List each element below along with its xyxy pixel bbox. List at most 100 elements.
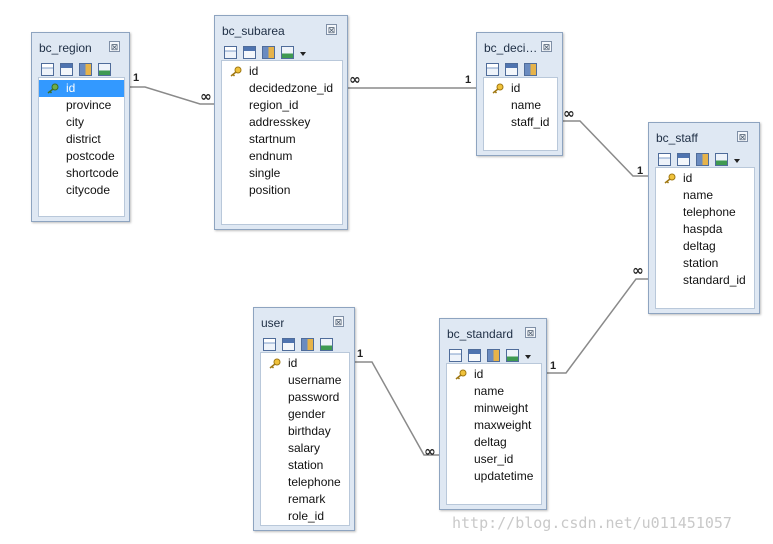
column-list: id name staff_id	[483, 77, 558, 151]
column-row[interactable]: decidedzone_id	[222, 80, 342, 97]
column-row[interactable]: station	[261, 457, 349, 474]
export-table-icon[interactable]	[715, 153, 728, 166]
design-table-icon[interactable]	[60, 63, 73, 76]
column-list: id username password gender birthday sal…	[260, 352, 350, 526]
column-row[interactable]: role_id	[261, 508, 349, 525]
column-row[interactable]: remark	[261, 491, 349, 508]
column-row[interactable]: id	[656, 170, 754, 187]
column-row[interactable]: id	[484, 80, 557, 97]
column-row[interactable]: staff_id	[484, 114, 557, 131]
column-row[interactable]: id	[222, 63, 342, 80]
edit-table-icon[interactable]	[449, 349, 462, 362]
column-row[interactable]: id	[39, 80, 124, 97]
export-table-icon[interactable]	[98, 63, 111, 76]
close-icon[interactable]: ⊠	[525, 327, 536, 338]
design-table-icon[interactable]	[243, 46, 256, 59]
cardinality-subarea-many-from-region: ∞	[200, 89, 212, 105]
column-row[interactable]: name	[447, 383, 541, 400]
table-bc-subarea[interactable]: bc_subarea ⊠ id decidedzone_id region_id…	[214, 15, 348, 230]
column-row[interactable]: addresskey	[222, 114, 342, 131]
dropdown-arrow-icon[interactable]	[734, 159, 740, 163]
column-row[interactable]: postcode	[39, 148, 124, 165]
column-row[interactable]: name	[484, 97, 557, 114]
column-list: id name telephone haspda deltag station …	[655, 167, 755, 309]
table-user[interactable]: user ⊠ id username password gender birth…	[253, 307, 355, 531]
column-row[interactable]: maxweight	[447, 417, 541, 434]
table-properties-icon[interactable]	[487, 349, 500, 362]
column-row[interactable]: province	[39, 97, 124, 114]
column-row[interactable]: citycode	[39, 182, 124, 199]
column-row[interactable]: district	[39, 131, 124, 148]
edit-table-icon[interactable]	[486, 63, 499, 76]
column-row[interactable]: name	[656, 187, 754, 204]
cardinality-region-one: 1	[133, 72, 139, 84]
column-row[interactable]: startnum	[222, 131, 342, 148]
table-bc-staff[interactable]: bc_staff ⊠ id name telephone haspda delt…	[648, 122, 760, 314]
design-table-icon[interactable]	[468, 349, 481, 362]
column-row[interactable]: user_id	[447, 451, 541, 468]
column-row[interactable]: shortcode	[39, 165, 124, 182]
edit-table-icon[interactable]	[224, 46, 237, 59]
column-row[interactable]: updatetime	[447, 468, 541, 485]
table-properties-icon[interactable]	[696, 153, 709, 166]
column-name: region_id	[249, 98, 299, 112]
column-row[interactable]: password	[261, 389, 349, 406]
table-properties-icon[interactable]	[524, 63, 537, 76]
cardinality-staff-many: ∞	[632, 263, 644, 279]
column-row[interactable]: gender	[261, 406, 349, 423]
table-properties-icon[interactable]	[301, 338, 314, 351]
table-bc-region[interactable]: bc_region ⊠ id province city district po…	[31, 32, 130, 222]
column-row[interactable]: position	[222, 182, 342, 199]
close-icon[interactable]: ⊠	[333, 316, 344, 327]
column-row[interactable]: id	[261, 355, 349, 372]
column-name: haspda	[683, 222, 723, 236]
column-row[interactable]: endnum	[222, 148, 342, 165]
column-row[interactable]: minweight	[447, 400, 541, 417]
column-row[interactable]: station	[656, 255, 754, 272]
close-icon[interactable]: ⊠	[541, 41, 552, 52]
column-row[interactable]: salary	[261, 440, 349, 457]
close-icon[interactable]: ⊠	[109, 41, 120, 52]
column-row[interactable]: id	[447, 366, 541, 383]
column-row[interactable]: username	[261, 372, 349, 389]
column-name: deltag	[474, 435, 507, 449]
column-name: addresskey	[249, 115, 311, 129]
edit-table-icon[interactable]	[658, 153, 671, 166]
export-table-icon[interactable]	[281, 46, 294, 59]
column-row[interactable]: birthday	[261, 423, 349, 440]
design-table-icon[interactable]	[282, 338, 295, 351]
dropdown-arrow-icon[interactable]	[300, 52, 306, 56]
column-row[interactable]: haspda	[656, 221, 754, 238]
primary-key-icon	[664, 173, 676, 184]
edit-table-icon[interactable]	[41, 63, 54, 76]
close-icon[interactable]: ⊠	[326, 24, 337, 35]
column-list: id name minweight maxweight deltag user_…	[446, 363, 542, 505]
column-row[interactable]: single	[222, 165, 342, 182]
column-row[interactable]: deltag	[447, 434, 541, 451]
export-table-icon[interactable]	[320, 338, 333, 351]
column-row[interactable]: telephone	[656, 204, 754, 221]
table-bc-decidedzone[interactable]: bc_deci… ⊠ id name staff_id	[476, 32, 563, 156]
column-row[interactable]: deltag	[656, 238, 754, 255]
column-name: province	[66, 98, 112, 112]
column-name: postcode	[66, 149, 115, 163]
column-row[interactable]: telephone	[261, 474, 349, 491]
column-name: password	[288, 390, 340, 404]
column-row[interactable]: standard_id	[656, 272, 754, 289]
close-icon[interactable]: ⊠	[737, 131, 748, 142]
design-table-icon[interactable]	[505, 63, 518, 76]
column-name: updatetime	[474, 469, 534, 483]
export-table-icon[interactable]	[506, 349, 519, 362]
edit-table-icon[interactable]	[263, 338, 276, 351]
watermark: http://blog.csdn.net/u011451057	[452, 514, 732, 532]
column-row[interactable]: region_id	[222, 97, 342, 114]
column-row[interactable]: city	[39, 114, 124, 131]
table-properties-icon[interactable]	[79, 63, 92, 76]
dropdown-arrow-icon[interactable]	[525, 355, 531, 359]
table-bc-standard[interactable]: bc_standard ⊠ id name minweight maxweigh…	[439, 318, 547, 510]
table-properties-icon[interactable]	[262, 46, 275, 59]
column-name: id	[288, 356, 298, 370]
column-name: decidedzone_id	[249, 81, 334, 95]
design-table-icon[interactable]	[677, 153, 690, 166]
relation-line-user-standard	[355, 361, 440, 456]
